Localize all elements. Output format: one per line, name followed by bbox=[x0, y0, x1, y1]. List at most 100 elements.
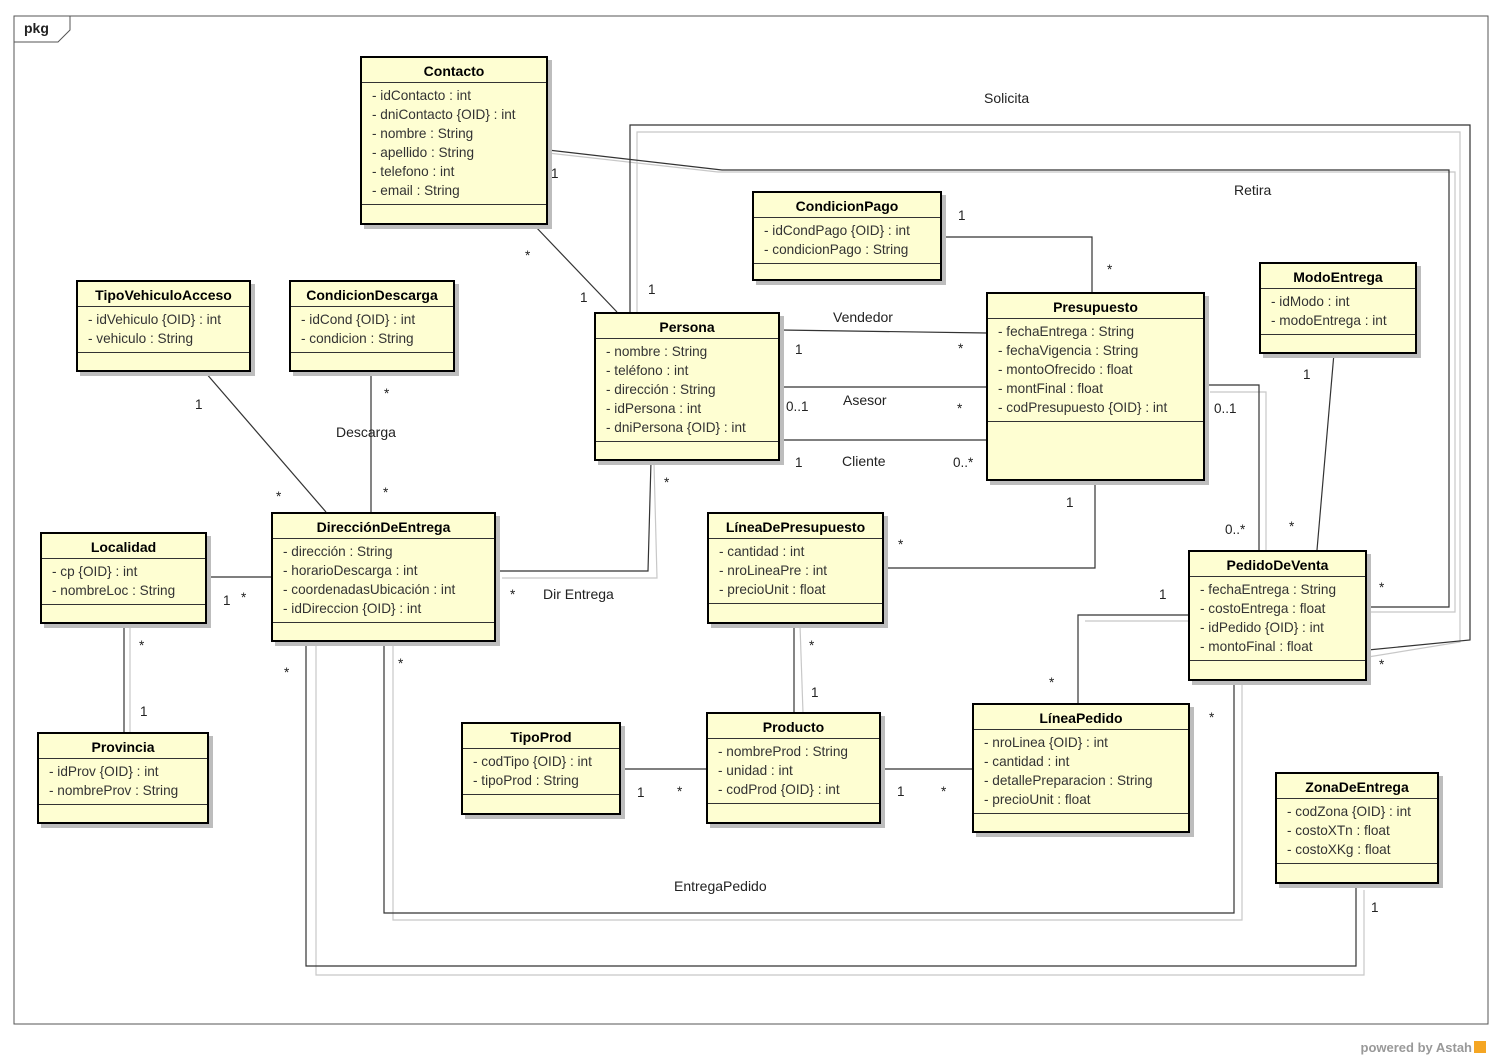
class-attribute: - precioUnit : float bbox=[719, 582, 826, 597]
package-tab bbox=[14, 16, 71, 43]
mult-label: * bbox=[139, 638, 145, 653]
class-persona[interactable]: Persona- nombre : String- teléfono : int… bbox=[594, 312, 780, 461]
attribute-compartment: - codTipo {OID} : int - tipoProd : String bbox=[463, 749, 619, 794]
class-condiciondescarga[interactable]: CondicionDescarga- idCond {OID} : int- c… bbox=[289, 280, 455, 372]
assoc-label-descarga: Descarga bbox=[336, 424, 396, 440]
class-producto[interactable]: Producto- nombreProd : String- unidad : … bbox=[706, 712, 881, 824]
mult-label: 0..* bbox=[1225, 522, 1246, 537]
assoc-entregapedido bbox=[383, 642, 1235, 914]
class-localidad[interactable]: Localidad- cp {OID} : int- nombreLoc : S… bbox=[40, 532, 207, 624]
mult-label: 1 bbox=[637, 785, 645, 800]
class-attribute: - idProv {OID} : int bbox=[49, 764, 159, 779]
mult-label: * bbox=[525, 248, 531, 263]
class-attribute: - nombreProd : String bbox=[718, 744, 848, 759]
mult-label: * bbox=[384, 386, 390, 401]
class-presupuesto[interactable]: Presupuesto- fechaEntrega : String- fech… bbox=[986, 292, 1205, 481]
operation-compartment bbox=[709, 603, 882, 604]
class-attribute: - condicion : String bbox=[301, 331, 414, 346]
class-attribute: - codZona {OID} : int bbox=[1287, 804, 1411, 819]
mult-label: 1 bbox=[195, 397, 203, 412]
class-lineadepresupuesto[interactable]: LíneaDePresupuesto- cantidad : int- nroL… bbox=[707, 512, 884, 624]
class-direcciondeentrega[interactable]: DirecciónDeEntrega- dirección : String- … bbox=[271, 512, 496, 642]
class-attribute: - montoFinal : float bbox=[1200, 639, 1313, 654]
attribute-compartment: - cp {OID} : int- nombreLoc : String bbox=[42, 559, 205, 604]
class-condicionpago[interactable]: CondicionPago- idCondPago {OID} : int- c… bbox=[752, 191, 942, 281]
class-attribute: - nroLineaPre : int bbox=[719, 563, 828, 578]
mult-label: 1 bbox=[897, 784, 905, 799]
operation-compartment bbox=[291, 352, 453, 353]
class-attribute: - dirección : String bbox=[606, 382, 716, 397]
attribute-compartment: - dirección : String- horarioDescarga : … bbox=[273, 539, 494, 622]
operation-compartment bbox=[596, 441, 778, 442]
operation-compartment bbox=[273, 622, 494, 623]
mult-label: 1 bbox=[1303, 367, 1311, 382]
assoc-label-asesor: Asesor bbox=[843, 392, 887, 408]
mult-label: 1 bbox=[551, 166, 559, 181]
attribute-compartment: - codZona {OID} : int- costoXTn : float-… bbox=[1277, 799, 1437, 863]
class-attribute: - idPedido {OID} : int bbox=[1200, 620, 1324, 635]
class-attribute: - codTipo {OID} : int bbox=[473, 754, 592, 769]
class-attribute: - email : String bbox=[372, 183, 460, 198]
mult-label: * bbox=[809, 638, 815, 653]
class-attribute: - precioUnit : float bbox=[984, 792, 1091, 807]
class-name: Producto bbox=[708, 714, 879, 739]
class-attribute: - codProd {OID} : int bbox=[718, 782, 840, 797]
mult-label: 0..* bbox=[953, 455, 974, 470]
operation-compartment bbox=[1190, 660, 1365, 661]
class-pedidodeventa[interactable]: PedidoDeVenta- fechaEntrega : String- co… bbox=[1188, 550, 1367, 681]
mult-label: * bbox=[1107, 262, 1113, 277]
class-contacto[interactable]: Contacto- idContacto : int- dniContacto … bbox=[360, 56, 548, 225]
assoc-label-cliente: Cliente bbox=[842, 453, 886, 469]
attribute-compartment: - idCond {OID} : int- condicion : String bbox=[291, 307, 453, 352]
class-attribute: - dniContacto {OID} : int bbox=[372, 107, 516, 122]
mult-label: * bbox=[664, 475, 670, 490]
mult-label: * bbox=[958, 341, 964, 356]
class-attribute: - codPresupuesto {OID} : int bbox=[998, 400, 1168, 415]
mult-label: * bbox=[383, 485, 389, 500]
class-attribute: - nroLinea {OID} : int bbox=[984, 735, 1108, 750]
mult-label: 0..1 bbox=[1214, 401, 1237, 416]
assoc-pedido-lineapedido bbox=[1077, 614, 1188, 703]
class-name: CondicionPago bbox=[754, 193, 940, 218]
class-zonadeentrega[interactable]: ZonaDeEntrega- codZona {OID} : int- cost… bbox=[1275, 772, 1439, 884]
class-attribute: - montoOfrecido : float bbox=[998, 362, 1133, 377]
mult-label: 1 bbox=[1159, 587, 1167, 602]
class-attribute: - cp {OID} : int bbox=[52, 564, 138, 579]
operation-compartment bbox=[1261, 334, 1415, 335]
class-name: ZonaDeEntrega bbox=[1277, 774, 1437, 799]
class-name: TipoVehiculoAcceso bbox=[78, 282, 249, 307]
class-name: PedidoDeVenta bbox=[1190, 552, 1365, 577]
class-name: Persona bbox=[596, 314, 778, 339]
class-attribute: - fechaEntrega : String bbox=[1200, 582, 1337, 597]
package-label: pkg bbox=[24, 20, 49, 36]
mult-label: 1 bbox=[1371, 900, 1379, 915]
class-lineapedido[interactable]: LíneaPedido- nroLinea {OID} : int- canti… bbox=[972, 703, 1190, 833]
assoc-tipoveh-direccion bbox=[204, 371, 327, 513]
class-attribute: - fechaVigencia : String bbox=[998, 343, 1139, 358]
mult-label: * bbox=[1289, 519, 1295, 534]
class-name: Provincia bbox=[39, 734, 207, 759]
attribute-compartment: - nroLinea {OID} : int - cantidad : int - … bbox=[974, 730, 1188, 813]
attribute-compartment: - fechaEntrega : String- fechaVigencia :… bbox=[988, 319, 1203, 421]
attribute-compartment: - idCondPago {OID} : int- condicionPago … bbox=[754, 218, 940, 263]
class-attribute: - modoEntrega : int bbox=[1271, 313, 1387, 328]
operation-compartment bbox=[708, 803, 879, 804]
attribute-compartment: - idContacto : int- dniContacto {OID} : … bbox=[362, 83, 546, 204]
attribute-compartment: - nombre : String- teléfono : int- direc… bbox=[596, 339, 778, 441]
mult-label: * bbox=[1049, 675, 1055, 690]
class-tipoprod[interactable]: TipoProd- codTipo {OID} : int- tipoProd … bbox=[461, 722, 621, 815]
assoc-label-entregapedido: EntregaPedido bbox=[674, 878, 767, 894]
assoc-condpago-presupuesto bbox=[945, 236, 1093, 292]
class-tipovehiculoacceso[interactable]: TipoVehiculoAcceso- idVehiculo {OID} : i… bbox=[76, 280, 251, 372]
class-modoentrega[interactable]: ModoEntrega- idModo : int- modoEntrega :… bbox=[1259, 262, 1417, 354]
class-attribute: - idCondPago {OID} : int bbox=[764, 223, 910, 238]
class-attribute: - nombreProv : String bbox=[49, 783, 179, 798]
operation-compartment bbox=[974, 813, 1188, 814]
class-attribute: - tipoProd : String bbox=[473, 773, 579, 788]
class-provincia[interactable]: Provincia - idProv {OID} : int - nombrePro… bbox=[37, 732, 209, 824]
class-attribute: - cantidad : int bbox=[984, 754, 1070, 769]
mult-label: 0..1 bbox=[786, 399, 809, 414]
class-name: DirecciónDeEntrega bbox=[273, 514, 494, 539]
astah-logo-icon bbox=[1474, 1041, 1486, 1053]
